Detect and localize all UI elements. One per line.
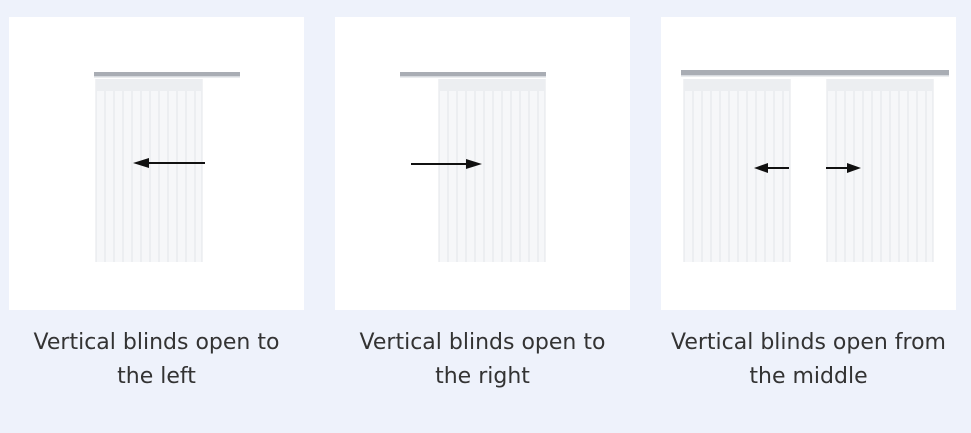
curtain-rail: [400, 72, 546, 76]
option-caption-right: Vertical blinds open to the right: [335, 326, 630, 394]
curtain-rail: [94, 72, 240, 76]
rail-highlight: [681, 75, 949, 77]
caption-line-1: Vertical blinds open to: [359, 330, 606, 355]
caption-line-2: the right: [435, 364, 530, 389]
option-card-right[interactable]: Vertical blinds open to the right: [335, 17, 630, 394]
blind-slats-left: [683, 79, 791, 262]
curtain-rail: [681, 70, 949, 75]
blind-illustration-left: [94, 72, 240, 262]
rail-highlight: [94, 76, 240, 78]
option-image-left[interactable]: [9, 17, 304, 310]
option-caption-left: Vertical blinds open to the left: [9, 326, 304, 394]
blind-slats: [95, 79, 203, 262]
arrows-split-icon: [754, 163, 861, 173]
blind-illustration-right: [400, 72, 546, 262]
option-caption-middle: Vertical blinds open from the middle: [661, 326, 956, 394]
caption-line-2: the middle: [749, 364, 868, 389]
blind-slats: [438, 79, 546, 262]
option-image-right[interactable]: [335, 17, 630, 310]
blind-illustration-middle: [681, 70, 949, 262]
blind-slats-right: [826, 79, 934, 262]
caption-line-1: Vertical blinds open to: [33, 330, 280, 355]
caption-line-1: Vertical blinds open from: [671, 330, 946, 355]
option-card-left[interactable]: Vertical blinds open to the left: [9, 17, 304, 394]
option-card-middle[interactable]: Vertical blinds open from the middle: [661, 17, 956, 394]
option-image-middle[interactable]: [661, 17, 956, 310]
arrow-left-icon: [133, 158, 205, 168]
caption-line-2: the left: [117, 364, 196, 389]
rail-highlight: [400, 76, 546, 78]
arrow-right-icon: [411, 159, 482, 169]
